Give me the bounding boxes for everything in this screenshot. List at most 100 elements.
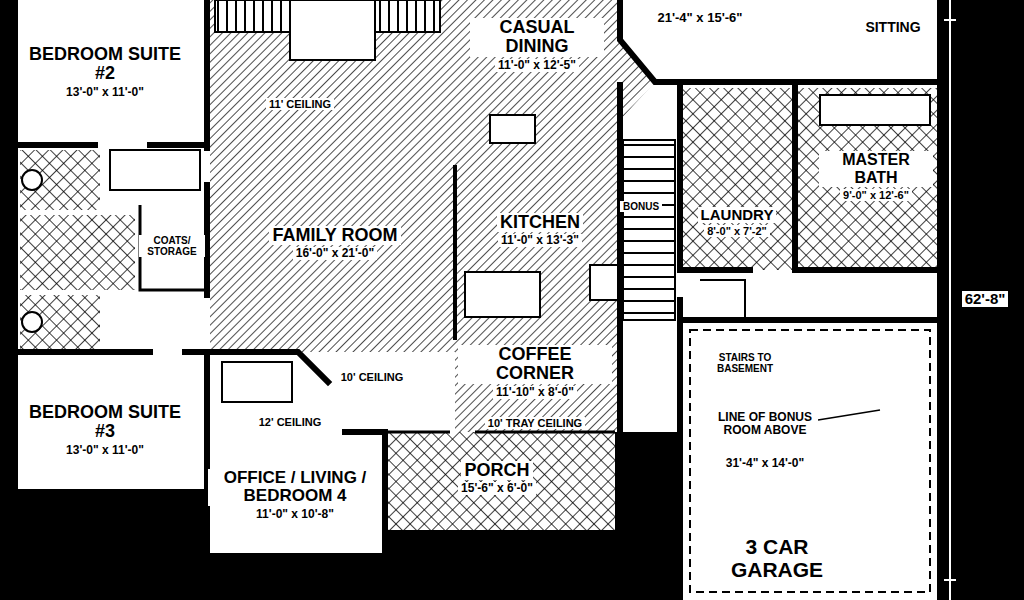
- tile-floor: [20, 295, 100, 350]
- room-name: COFFEE CORNER: [458, 345, 612, 385]
- room-dimension: 9'-0" x 12'-6": [840, 189, 912, 201]
- room: 21'-4" x 15'-6": [630, 10, 770, 26]
- counter: [453, 165, 457, 340]
- wall: [937, 0, 943, 600]
- porch-line: [385, 431, 615, 434]
- room: FAMILY ROOM16'-0" x 21'-0": [230, 225, 440, 262]
- plan-note: STAIRS TO BASEMENT: [697, 352, 793, 374]
- porch-floor: [385, 432, 615, 530]
- hatched-floor: [20, 0, 940, 530]
- exterior: [615, 432, 680, 600]
- plan-note: 62'-8": [962, 291, 1009, 308]
- tile-floor: [798, 88, 940, 270]
- room-name: 3 CAR GARAGE: [710, 535, 844, 581]
- wall: [345, 429, 385, 435]
- room-dimension: 15'-6" x 6'-0": [458, 482, 536, 495]
- tub: [820, 95, 930, 125]
- exterior: [207, 556, 385, 600]
- room-name: KITCHEN: [497, 213, 583, 233]
- room: COATS/ STORAGE: [139, 234, 205, 258]
- room-name: PORCH: [461, 461, 532, 481]
- room-name: BEDROOM SUITE #2: [23, 45, 187, 85]
- room-dimension: 13'-0" x 11'-0": [63, 86, 147, 99]
- room-name: OFFICE / LIVING / BEDROOM 4: [208, 469, 382, 506]
- leader-line: [818, 410, 880, 420]
- dimension-line: [949, 0, 951, 600]
- room: 3 CAR GARAGE: [710, 534, 844, 582]
- room-name: COATS/ STORAGE: [139, 235, 205, 257]
- door-swing: [700, 280, 745, 320]
- plan-note: 11' CEILING: [266, 98, 334, 110]
- toilet: [22, 170, 42, 190]
- wall: [620, 0, 940, 82]
- hatched-floor: [455, 120, 620, 432]
- tile-floor: [20, 215, 135, 290]
- room-name: CASUAL DINING: [470, 18, 604, 58]
- room: KITCHEN11'-0" x 13'-3": [470, 212, 610, 249]
- closet-wall: [140, 205, 207, 290]
- room: CASUAL DINING11'-0" x 12'-5": [470, 17, 604, 74]
- room: LAUNDRY8'-0" x 7'-2": [687, 206, 787, 239]
- toilet: [22, 312, 42, 332]
- vanity: [110, 150, 200, 190]
- tile-floor: [683, 88, 795, 270]
- room-dimension: 16'-0" x 21'-0": [293, 247, 377, 260]
- tile-floor: [20, 150, 100, 210]
- exterior: [13, 492, 207, 600]
- room-dimension: 8'-0" x 7'-2": [704, 225, 770, 237]
- room: MASTER BATH 9'-0" x 12'-6": [819, 150, 933, 201]
- room-name: FAMILY ROOM: [269, 226, 400, 246]
- plan-note: BONUS: [620, 201, 662, 212]
- room: OFFICE / LIVING / BEDROOM 4 11'-0" x 10'-…: [208, 468, 382, 523]
- wall: [15, 432, 385, 556]
- plan-note: 10' CEILING: [338, 371, 407, 383]
- dimension-tick: [944, 20, 956, 580]
- wall: [617, 85, 623, 432]
- room-name: 21'-4" x 15'-6": [654, 11, 745, 25]
- walls: [15, 0, 940, 600]
- plan-note: 31'-4" x 14'-0": [723, 457, 807, 470]
- exterior: [0, 0, 13, 600]
- plan-note: LINE OF BONUS ROOM ABOVE: [712, 411, 818, 437]
- room: SITTING: [853, 19, 933, 36]
- closet: [222, 362, 292, 402]
- plan-note: 10' TRAY CEILING: [485, 417, 585, 429]
- room: BEDROOM SUITE #213'-0" x 11'-0": [23, 44, 187, 101]
- exterior: [385, 530, 615, 600]
- wall: [12, 0, 18, 492]
- wall: [15, 349, 207, 355]
- room: BEDROOM SUITE #313'-0" x 11'-0": [23, 402, 187, 459]
- room-dimension: 11'-0" x 12'-5": [495, 59, 579, 72]
- room-name: LAUNDRY: [698, 207, 777, 224]
- sink: [490, 115, 535, 143]
- room: COFFEE CORNER11'-10" x 8'-0": [458, 344, 612, 401]
- wall: [680, 300, 940, 600]
- stairs: [623, 140, 675, 320]
- range: [590, 265, 618, 300]
- bonus-room-outline: [690, 330, 930, 592]
- room-name: SITTING: [862, 20, 923, 35]
- hatched-floor: [210, 0, 455, 352]
- fireplace: [290, 0, 375, 60]
- room: PORCH15'-6" x 6'-0": [427, 460, 567, 497]
- hatched-floor: [455, 0, 655, 120]
- wall: [15, 142, 207, 148]
- island: [465, 272, 540, 317]
- room-dimension: 11'-0" x 13'-3": [498, 234, 582, 247]
- room-dimension: 11'-10" x 8'-0": [493, 386, 577, 399]
- room-dimension: 13'-0" x 11'-0": [63, 444, 147, 457]
- exterior: [940, 0, 1024, 600]
- dimension-line: [944, 0, 956, 600]
- wall: [207, 352, 328, 382]
- thin-walls: [140, 165, 930, 592]
- room-dimension: 11'-0" x 10'-8": [253, 508, 337, 521]
- room-name: MASTER BATH: [819, 151, 933, 186]
- plan-note: 12' CEILING: [256, 416, 325, 428]
- room-name: BEDROOM SUITE #3: [23, 403, 187, 443]
- wall: [680, 85, 940, 270]
